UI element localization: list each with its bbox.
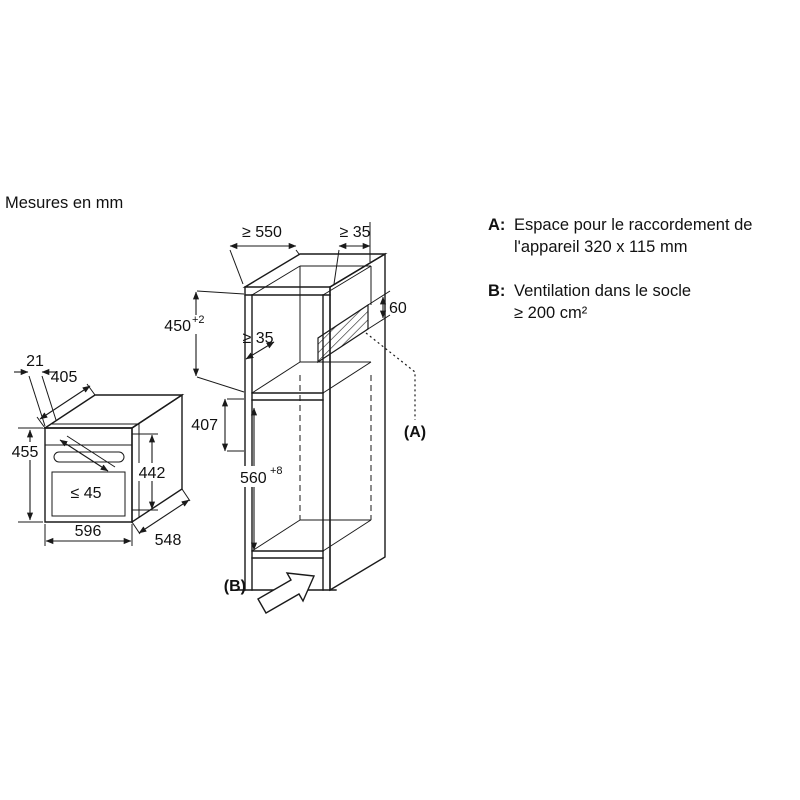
dim-cabinet-depth-label: ≥ 550 bbox=[242, 224, 282, 241]
dim-top-depth-label: 405 bbox=[51, 369, 78, 386]
dim-top-depth: 405 bbox=[36, 369, 96, 429]
reference-b-label: (B) bbox=[224, 578, 246, 595]
dim-cutout-depth: 60 bbox=[367, 290, 407, 330]
dim-niche-height-label: 450 bbox=[164, 318, 191, 335]
dim-casing-height-label: 442 bbox=[139, 465, 166, 482]
legend-item-a: A: Espace pour le raccordement de l'appa… bbox=[488, 214, 788, 258]
dim-shelf-height: 407 bbox=[191, 398, 244, 452]
dim-lower-niche-label: 560 bbox=[240, 470, 267, 487]
legend-b-line2: ≥ 200 cm² bbox=[514, 304, 588, 322]
leader-line-a bbox=[365, 332, 416, 420]
legend-a-text: Espace pour le raccordement de l'apparei… bbox=[514, 214, 752, 258]
dim-mid-rear-gap: ≥ 35 bbox=[242, 330, 275, 360]
dim-appliance-depth-label: 548 bbox=[155, 532, 182, 549]
dim-casing-height: 442 bbox=[132, 433, 169, 511]
reference-a-label: (A) bbox=[404, 424, 426, 441]
dim-appliance-depth: 548 bbox=[131, 488, 191, 549]
dim-top-rear-gap: ≥ 35 bbox=[333, 222, 371, 285]
legend-a-key: A: bbox=[488, 216, 506, 234]
legend-a-line2: l'appareil 320 x 115 mm bbox=[514, 238, 688, 256]
dim-shelf-height-label: 407 bbox=[191, 417, 218, 434]
dim-appliance-width-label: 596 bbox=[75, 523, 102, 540]
dim-front-overhang: 21 bbox=[14, 353, 57, 427]
dim-appliance-height-label: 455 bbox=[12, 444, 39, 461]
page-title: Mesures en mm bbox=[5, 194, 124, 212]
cabinet-interior-lines bbox=[251, 265, 372, 552]
cabinet-outline bbox=[235, 252, 388, 592]
legend-item-b: B: Ventilation dans le socle ≥ 200 cm² bbox=[488, 280, 788, 324]
dim-front-overhang-label: 21 bbox=[26, 353, 44, 370]
oven-door-panel bbox=[51, 471, 126, 517]
oven-outline: ≤ 45 bbox=[42, 393, 185, 524]
legend-b-key: B: bbox=[488, 282, 506, 300]
dim-appliance-height: 455 bbox=[8, 427, 43, 523]
dim-cutout-depth-label: 60 bbox=[389, 300, 407, 317]
oven-handle bbox=[53, 451, 125, 463]
oven-front-face bbox=[44, 427, 133, 523]
oven-top-face bbox=[42, 394, 185, 429]
dim-mid-rear-gap-label: ≥ 35 bbox=[242, 330, 273, 347]
dim-lower-niche-height: 560 +8 bbox=[237, 407, 291, 551]
dim-niche-height-tolerance: +2 bbox=[192, 314, 205, 326]
legend-a-line1: Espace pour le raccordement de bbox=[514, 216, 753, 234]
connection-cutout-hatch bbox=[317, 303, 369, 364]
ventilation-arrow bbox=[257, 572, 316, 614]
dim-top-rear-gap-label: ≥ 35 bbox=[339, 224, 370, 241]
dim-handle-clearance-label: ≤ 45 bbox=[70, 485, 101, 502]
dim-niche-height: 450 +2 bbox=[162, 290, 245, 393]
dim-appliance-width: 596 bbox=[44, 523, 133, 546]
dim-lower-niche-tolerance: +8 bbox=[270, 465, 283, 477]
dim-cabinet-depth: ≥ 550 bbox=[229, 224, 300, 285]
cabinet-side-face bbox=[329, 252, 386, 592]
legend-b-text: Ventilation dans le socle ≥ 200 cm² bbox=[514, 280, 691, 324]
legend-b-line1: Ventilation dans le socle bbox=[514, 282, 692, 300]
